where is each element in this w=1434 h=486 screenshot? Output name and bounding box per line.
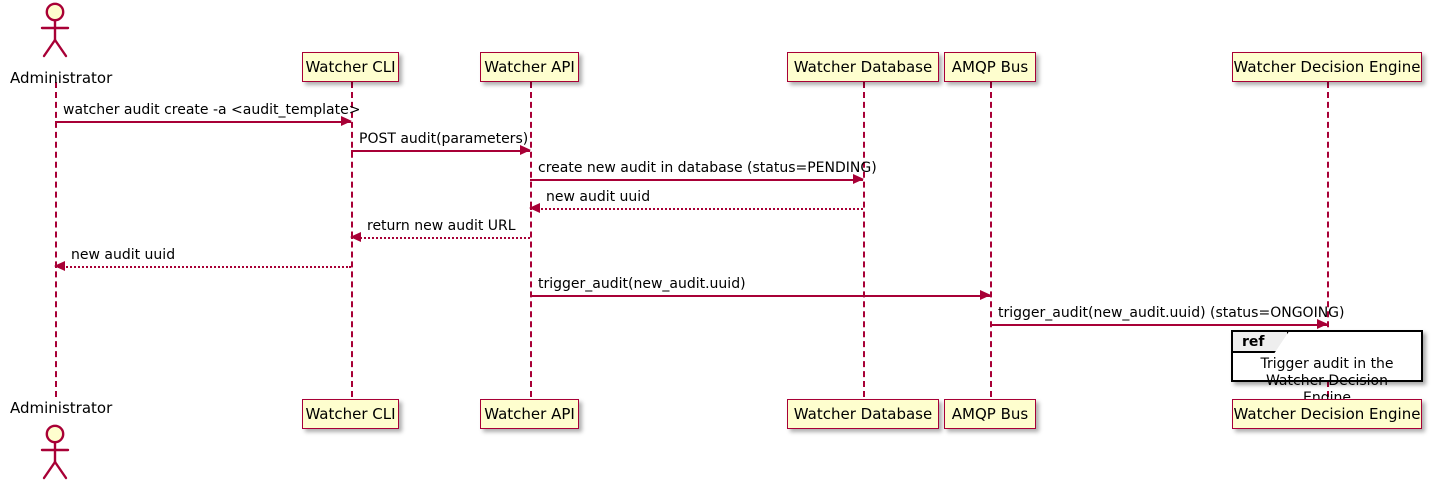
- lifeline-administrator: [55, 82, 57, 397]
- actor-label-top: Administrator: [10, 69, 113, 87]
- message-line: [530, 295, 990, 297]
- participant-label: AMQP Bus: [951, 57, 1029, 76]
- participant-label: Watcher Database: [793, 404, 933, 423]
- arrow-head-right-icon: [980, 290, 991, 300]
- lifeline-watcher-api: [530, 82, 532, 397]
- participant-watcher-cli-top[interactable]: Watcher CLI: [302, 52, 399, 82]
- message-line: [55, 121, 351, 123]
- actor-label-bottom: Administrator: [10, 399, 113, 417]
- participant-watcher-decision-engine-top[interactable]: Watcher Decision Engine: [1232, 52, 1422, 82]
- participant-watcher-api-top[interactable]: Watcher API: [480, 52, 579, 82]
- participant-watcher-database-top[interactable]: Watcher Database: [787, 52, 939, 82]
- arrow-head-right-icon: [520, 145, 531, 155]
- arrow-head-left-icon: [54, 261, 65, 271]
- fragment-operator-label: ref: [1233, 332, 1289, 353]
- participant-label: AMQP Bus: [951, 404, 1029, 423]
- participant-amqp-bus-bottom[interactable]: AMQP Bus: [944, 399, 1036, 429]
- message-label: return new audit URL: [367, 218, 516, 234]
- participant-label: Watcher API: [484, 57, 575, 76]
- arrow-head-left-icon: [350, 232, 361, 242]
- message-line: [530, 208, 863, 210]
- message-line: [351, 150, 530, 152]
- fragment-body-line-1: Trigger audit in the: [1260, 356, 1394, 372]
- participant-label: Watcher Decision Engine: [1233, 57, 1421, 76]
- arrow-head-right-icon: [853, 174, 864, 184]
- message-label: new audit uuid: [546, 189, 651, 205]
- message-line: [530, 179, 863, 181]
- actor-administrator-top: [40, 2, 70, 58]
- participant-label: Watcher CLI: [305, 57, 396, 76]
- arrow-head-right-icon: [341, 116, 352, 126]
- participant-watcher-cli-bottom[interactable]: Watcher CLI: [302, 399, 399, 429]
- participant-label: Watcher CLI: [305, 404, 396, 423]
- message-line: [351, 237, 530, 239]
- message-label: watcher audit create -a <audit_template>: [63, 102, 361, 118]
- lifeline-amqp-bus: [990, 82, 992, 397]
- participant-label: Watcher Decision Engine: [1233, 404, 1421, 423]
- participant-amqp-bus-top[interactable]: AMQP Bus: [944, 52, 1036, 82]
- participant-watcher-api-bottom[interactable]: Watcher API: [480, 399, 579, 429]
- participant-label: Watcher API: [484, 404, 575, 423]
- actor-administrator-bottom: [40, 424, 70, 480]
- message-label: new audit uuid: [71, 247, 176, 263]
- message-label: trigger_audit(new_audit.uuid) (status=ON…: [998, 305, 1345, 321]
- participant-watcher-database-bottom[interactable]: Watcher Database: [787, 399, 939, 429]
- participant-watcher-decision-engine-bottom[interactable]: Watcher Decision Engine: [1232, 399, 1422, 429]
- message-label: POST audit(parameters): [359, 131, 529, 147]
- message-line: [55, 266, 351, 268]
- arrow-head-left-icon: [529, 203, 540, 213]
- lifeline-watcher-database: [863, 82, 865, 397]
- message-label: trigger_audit(new_audit.uuid): [538, 276, 746, 292]
- arrow-head-right-icon: [1317, 319, 1328, 329]
- participant-label: Watcher Database: [793, 57, 933, 76]
- message-line: [990, 324, 1327, 326]
- lifeline-watcher-decision-engine: [1327, 82, 1329, 397]
- fragment-ref-trigger-audit: ref Trigger audit in the Watcher Decisio…: [1231, 330, 1423, 406]
- message-label: create new audit in database (status=PEN…: [538, 160, 877, 176]
